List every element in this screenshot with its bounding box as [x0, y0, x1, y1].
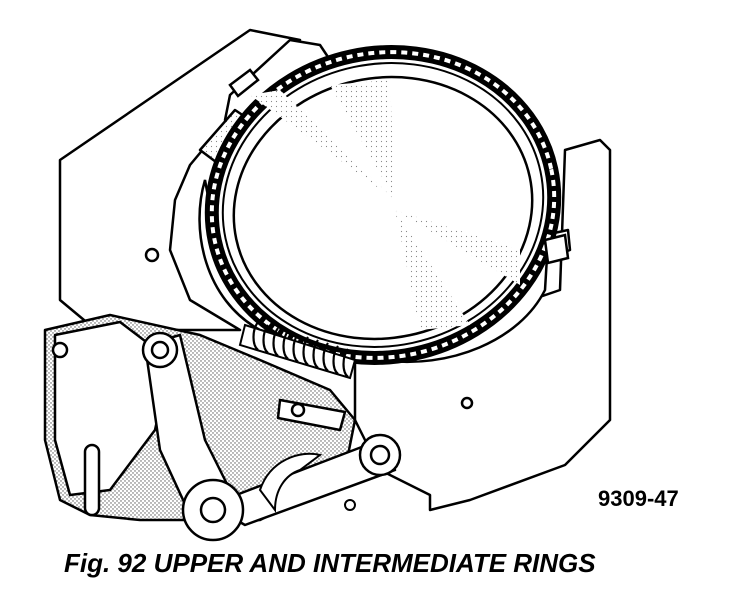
figure-reference-number: 9309-47 — [598, 486, 679, 511]
coil-spring — [238, 321, 357, 380]
adjusting-wheel — [258, 452, 356, 513]
pivot-bolt — [181, 478, 245, 542]
ring-lugs — [228, 68, 570, 265]
figure-caption: Fig. 92 UPPER AND INTERMEDIATE RINGS — [64, 548, 596, 578]
piston-crown — [232, 75, 534, 341]
